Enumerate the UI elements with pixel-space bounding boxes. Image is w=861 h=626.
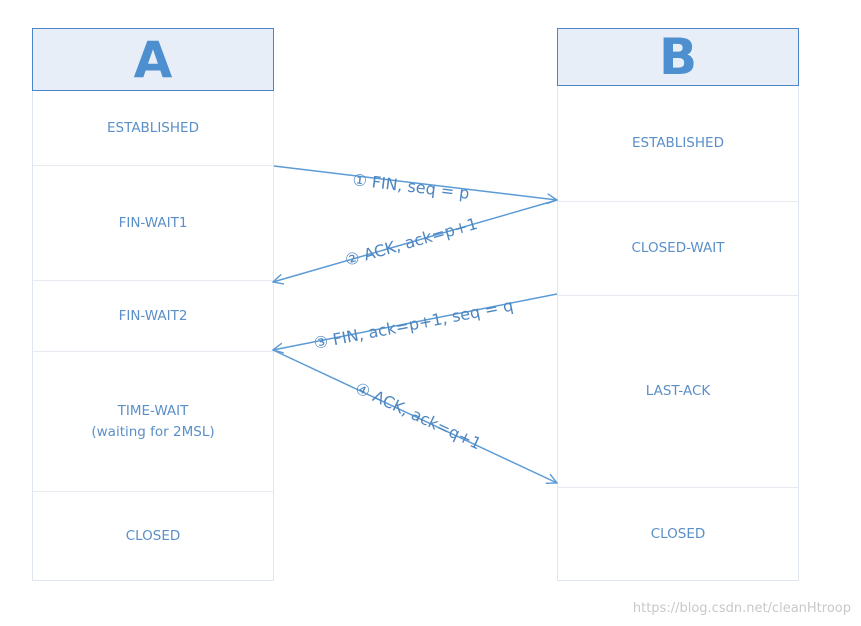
message-1-text: FIN, seq = p: [371, 172, 471, 202]
state-label: FIN-WAIT1: [118, 214, 188, 231]
watermark: https://blog.csdn.net/cleanHtroop: [632, 601, 851, 616]
message-4-arrow: [272, 349, 557, 483]
state-label: CLOSED: [650, 525, 706, 542]
message-1-arrow: [273, 165, 557, 200]
message-2-ack: ②ACK, ack=p+1: [273, 199, 558, 282]
state-label: CLOSED-WAIT: [631, 240, 725, 256]
message-2-number: ②: [343, 248, 362, 270]
message-2-text: ACK, ack=p+1: [361, 214, 479, 265]
message-4-text: ACK, ack=q+1: [370, 387, 485, 454]
host-a-state-closed: CLOSED: [33, 491, 273, 580]
state-label: TIME-WAIT: [117, 402, 189, 419]
host-b-state-closed: CLOSED: [558, 487, 798, 580]
message-4-number: ④: [352, 378, 373, 401]
message-3-text: FIN, ack=p+1, seq = q: [331, 296, 515, 350]
host-a-state-time-wait: TIME-WAIT (waiting for 2MSL): [33, 351, 273, 491]
message-3-number: ③: [312, 332, 330, 353]
host-a-state-fin-wait1: FIN-WAIT1: [33, 165, 273, 280]
host-b-header: B: [557, 28, 799, 86]
host-b-state-last-ack: LAST-ACK: [558, 295, 798, 487]
message-1-number: ①: [352, 170, 368, 191]
message-4-ack: ④ACK, ack=q+1: [272, 349, 557, 483]
host-a-state-fin-wait2: FIN-WAIT2: [33, 280, 273, 351]
host-b-state-established: ESTABLISHED: [558, 86, 798, 201]
host-a-header: A: [32, 28, 274, 91]
host-b-state-closed-wait: CLOSED-WAIT: [558, 201, 798, 295]
host-a-column: A ESTABLISHED FIN-WAIT1 FIN-WAIT2 TIME-W…: [32, 28, 274, 581]
state-label: ESTABLISHED: [107, 119, 199, 136]
message-2-arrow: [273, 199, 558, 282]
state-label: LAST-ACK: [645, 383, 711, 399]
host-b-column: B ESTABLISHED CLOSED-WAIT LAST-ACK CLOSE…: [557, 28, 799, 581]
state-label: CLOSED: [125, 527, 181, 544]
message-4-label: ④ACK, ack=q+1: [352, 378, 484, 453]
state-label: ESTABLISHED: [632, 135, 724, 151]
host-a-state-established: ESTABLISHED: [33, 91, 273, 165]
message-2-label: ②ACK, ack=p+1: [343, 214, 480, 270]
message-3-label: ③FIN, ack=p+1, seq = q: [312, 296, 515, 353]
message-3-arrow: [273, 293, 558, 350]
time-wait-note: (waiting for 2MSL): [91, 423, 215, 440]
state-label: FIN-WAIT2: [118, 307, 188, 324]
message-3-fin: ③FIN, ack=p+1, seq = q: [273, 293, 558, 353]
